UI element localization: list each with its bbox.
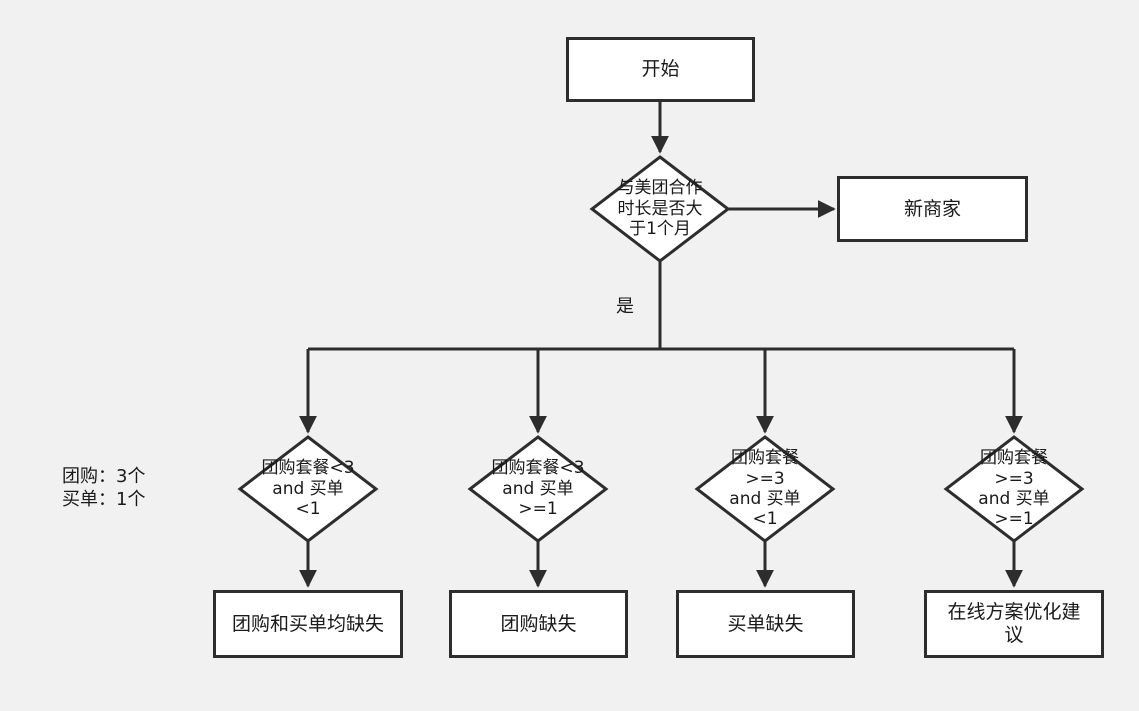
new-merchant-node: 新商家 [837,176,1028,242]
decision-3-line-3: and 买单 [729,489,801,509]
cooperation-check-line-1: 与美团合作 [617,178,703,199]
result-3-node: 买单缺失 [676,590,855,658]
cooperation-check-line-2: 时长是否大 [617,198,703,219]
result-4-node: 在线方案优化建议 [924,590,1104,658]
decision-1-text: 团购套餐<3 and 买单 <1 [230,452,386,526]
side-note-pay-bill: 买单：1个 [62,488,146,510]
decision-3-line-1: 团购套餐 [731,448,799,469]
decision-2-text: 团购套餐<3 and 买单 >=1 [460,452,616,526]
decision-3-text: 团购套餐 >=3 and 买单 <1 [687,440,843,538]
side-note: 团购：3个 买单：1个 [62,466,145,511]
decision-4-line-1: 团购套餐 [980,448,1048,469]
result-2-node: 团购缺失 [449,590,628,658]
decision-2-line-1: 团购套餐<3 [491,458,585,479]
decision-1-line-3: <1 [295,499,321,520]
decision-3-line-2: >=3 [745,468,785,489]
decision-1-line-1: 团购套餐<3 [261,458,355,479]
decision-4-line-2: >=3 [994,468,1034,489]
decision-3-line-4: <1 [752,509,778,530]
yes-label: 是 [616,296,634,317]
decision-4-line-3: and 买单 [978,489,1050,509]
result-1-node: 团购和买单均缺失 [213,590,403,658]
side-note-group-buy: 团购：3个 [62,466,146,487]
decision-2-line-2: and 买单 [502,478,574,499]
decision-1-line-2: and 买单 [272,478,344,499]
decision-4-text: 团购套餐 >=3 and 买单 >=1 [936,440,1092,538]
decision-2-line-3: >=1 [518,499,558,520]
cooperation-check-line-3: 于1个月 [629,219,691,240]
cooperation-check-text: 与美团合作 时长是否大 于1个月 [592,170,728,248]
decision-4-line-4: >=1 [994,509,1034,530]
start-node: 开始 [566,37,755,102]
